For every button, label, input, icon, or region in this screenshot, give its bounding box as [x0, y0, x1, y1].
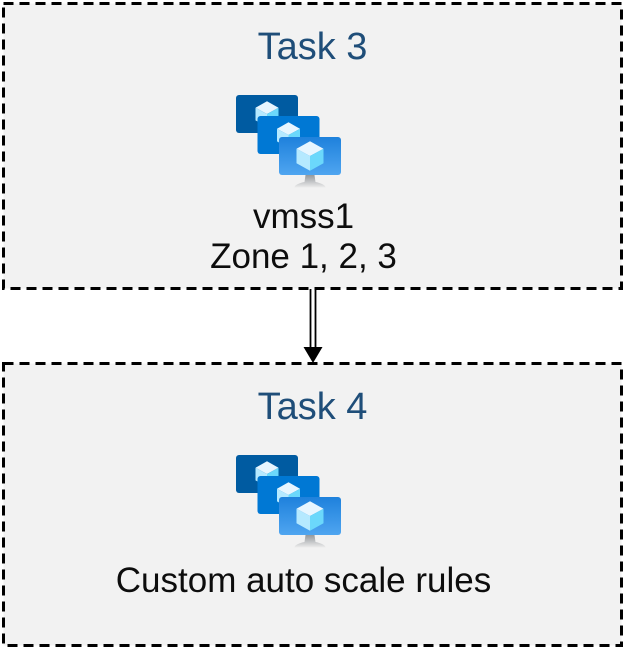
autoscale-rules-label: Custom auto scale rules: [115, 561, 492, 600]
task3-box: Task 3 vmss1 Zone 1, 2, 3: [2, 2, 623, 290]
arrowhead-icon: [303, 347, 323, 363]
down-arrow-connector: [301, 289, 325, 363]
task4-box: Task 4 Custom auto scale rules: [2, 362, 623, 647]
task3-title: Task 3: [257, 26, 368, 68]
vmss-name-label: vmss1: [252, 197, 355, 236]
vm-scale-sets-icon: [235, 95, 342, 188]
vm-scale-sets-icon: [235, 455, 342, 548]
task4-title: Task 4: [257, 386, 368, 428]
zone-label: Zone 1, 2, 3: [210, 237, 397, 276]
